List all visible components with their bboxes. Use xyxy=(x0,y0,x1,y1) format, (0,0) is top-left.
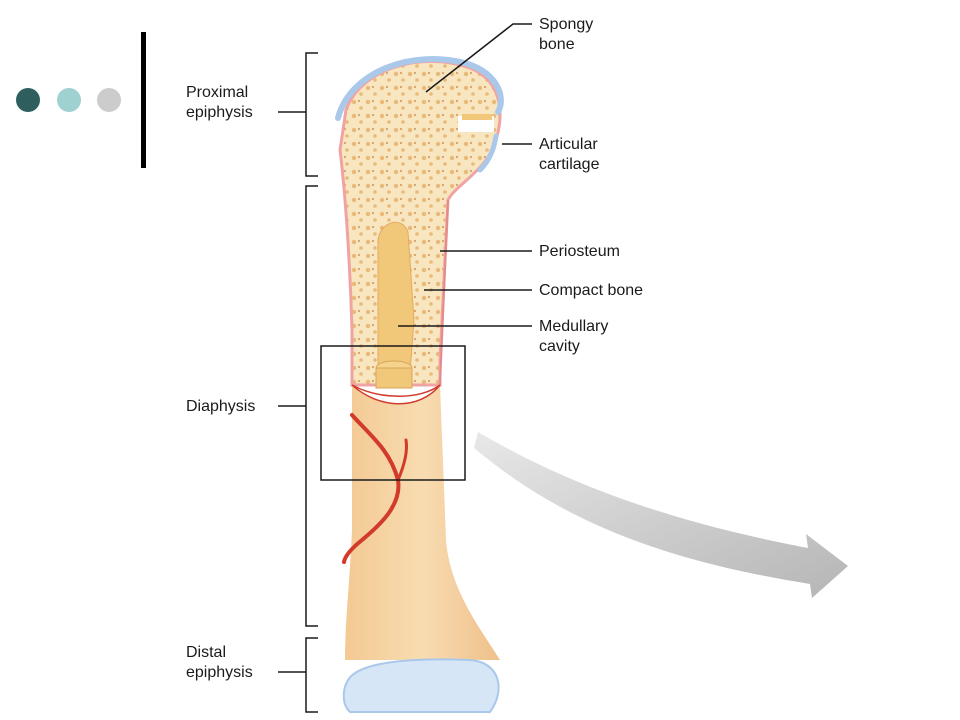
leader-spongy xyxy=(425,23,532,93)
label-distal-line2: epiphysis xyxy=(186,664,253,681)
blood-vessel-branch xyxy=(396,438,408,482)
distal-cartilage xyxy=(342,658,500,713)
label-spongy-line1: Spongy xyxy=(539,16,593,33)
articular-notch-inner xyxy=(462,114,492,120)
blood-vessel xyxy=(342,413,401,564)
bone-upper xyxy=(338,59,502,387)
bone-lower-shaft xyxy=(345,385,500,660)
label-medullary-line1: Medullary xyxy=(539,318,608,335)
bracket-proximal xyxy=(305,52,318,177)
bracket-diaphysis xyxy=(305,185,318,627)
label-medullary-line2: cavity xyxy=(539,338,580,355)
bracket-distal xyxy=(305,637,318,713)
label-articular-line2: cartilage xyxy=(539,156,600,173)
label-compact-bone: Compact bone xyxy=(539,282,643,299)
label-distal-line1: Distal xyxy=(186,644,226,661)
detail-frame xyxy=(320,345,466,481)
medullary-cavity xyxy=(377,221,415,373)
marrow-cylinder-body xyxy=(375,367,413,389)
label-diaphysis: Diaphysis xyxy=(186,398,255,415)
periosteum-line xyxy=(439,199,449,386)
slide-dot-1 xyxy=(16,88,40,112)
label-spongy-line2: bone xyxy=(539,36,575,53)
slide-dot-2 xyxy=(57,88,81,112)
slide-dot-3 xyxy=(97,88,121,112)
label-proximal-line1: Proximal xyxy=(186,84,248,101)
articular-cartilage xyxy=(335,56,504,121)
articular-cartilage-lower xyxy=(477,133,499,173)
magnify-arrow xyxy=(474,432,848,598)
title-divider-bar xyxy=(141,32,146,168)
label-proximal-line2: epiphysis xyxy=(186,104,253,121)
label-periosteum: Periosteum xyxy=(539,243,620,260)
label-articular-line1: Articular xyxy=(539,136,598,153)
cut-surface-ring xyxy=(351,384,441,405)
